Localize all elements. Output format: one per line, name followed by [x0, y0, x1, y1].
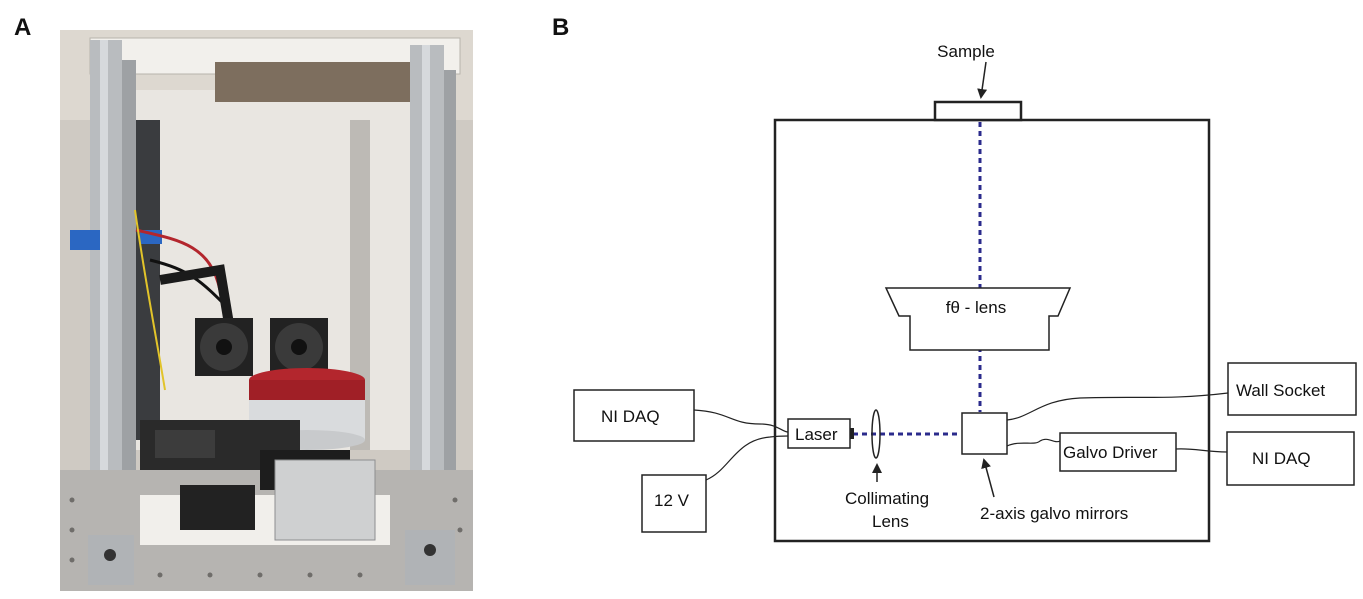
- power-box: [641, 474, 707, 533]
- ni-daq-right-box: [1226, 431, 1355, 486]
- sample-label: Sample: [937, 42, 995, 61]
- panel-label-b: B: [552, 14, 570, 41]
- ni-daq-right-label: NI DAQ: [1252, 449, 1311, 468]
- wire-driver-daq: [1175, 448, 1228, 453]
- laser-aperture: [850, 428, 854, 439]
- f-theta-lens-label: fθ - lens: [946, 298, 1006, 317]
- collimating-label-2: Lens: [872, 512, 909, 531]
- wall-socket-box: [1227, 362, 1357, 416]
- ni-daq-left-label: NI DAQ: [601, 407, 660, 426]
- galvo-arrow: [981, 458, 995, 498]
- galvo-mirrors-label: 2-axis galvo mirrors: [980, 504, 1128, 523]
- panel-label-a: A: [14, 14, 32, 41]
- power-label: 12 V: [654, 491, 690, 510]
- sample-holder: [933, 100, 1023, 122]
- collimating-lens: [871, 409, 881, 459]
- wire-daq-laser: [693, 409, 789, 433]
- wall-socket-label: Wall Socket: [1236, 381, 1325, 400]
- galvo-driver-label: Galvo Driver: [1063, 443, 1158, 462]
- wire-driver-galvo: [1006, 438, 1061, 447]
- f-theta-lens: [884, 287, 1072, 351]
- wire-socket-galvo: [1006, 392, 1229, 421]
- galvo-mirrors-box: [961, 412, 1008, 455]
- sample-arrow: [977, 61, 988, 99]
- optical-schematic: Sample fθ - lens 2-axis galvo mirrors La…: [573, 42, 1357, 543]
- device-photo: [60, 30, 473, 591]
- collimating-label-1: Collimating: [845, 489, 929, 508]
- wire-power-laser: [705, 435, 789, 481]
- ni-daq-left-box: [573, 389, 695, 442]
- galvo-driver-box: [1059, 432, 1177, 472]
- laser-label: Laser: [795, 425, 838, 444]
